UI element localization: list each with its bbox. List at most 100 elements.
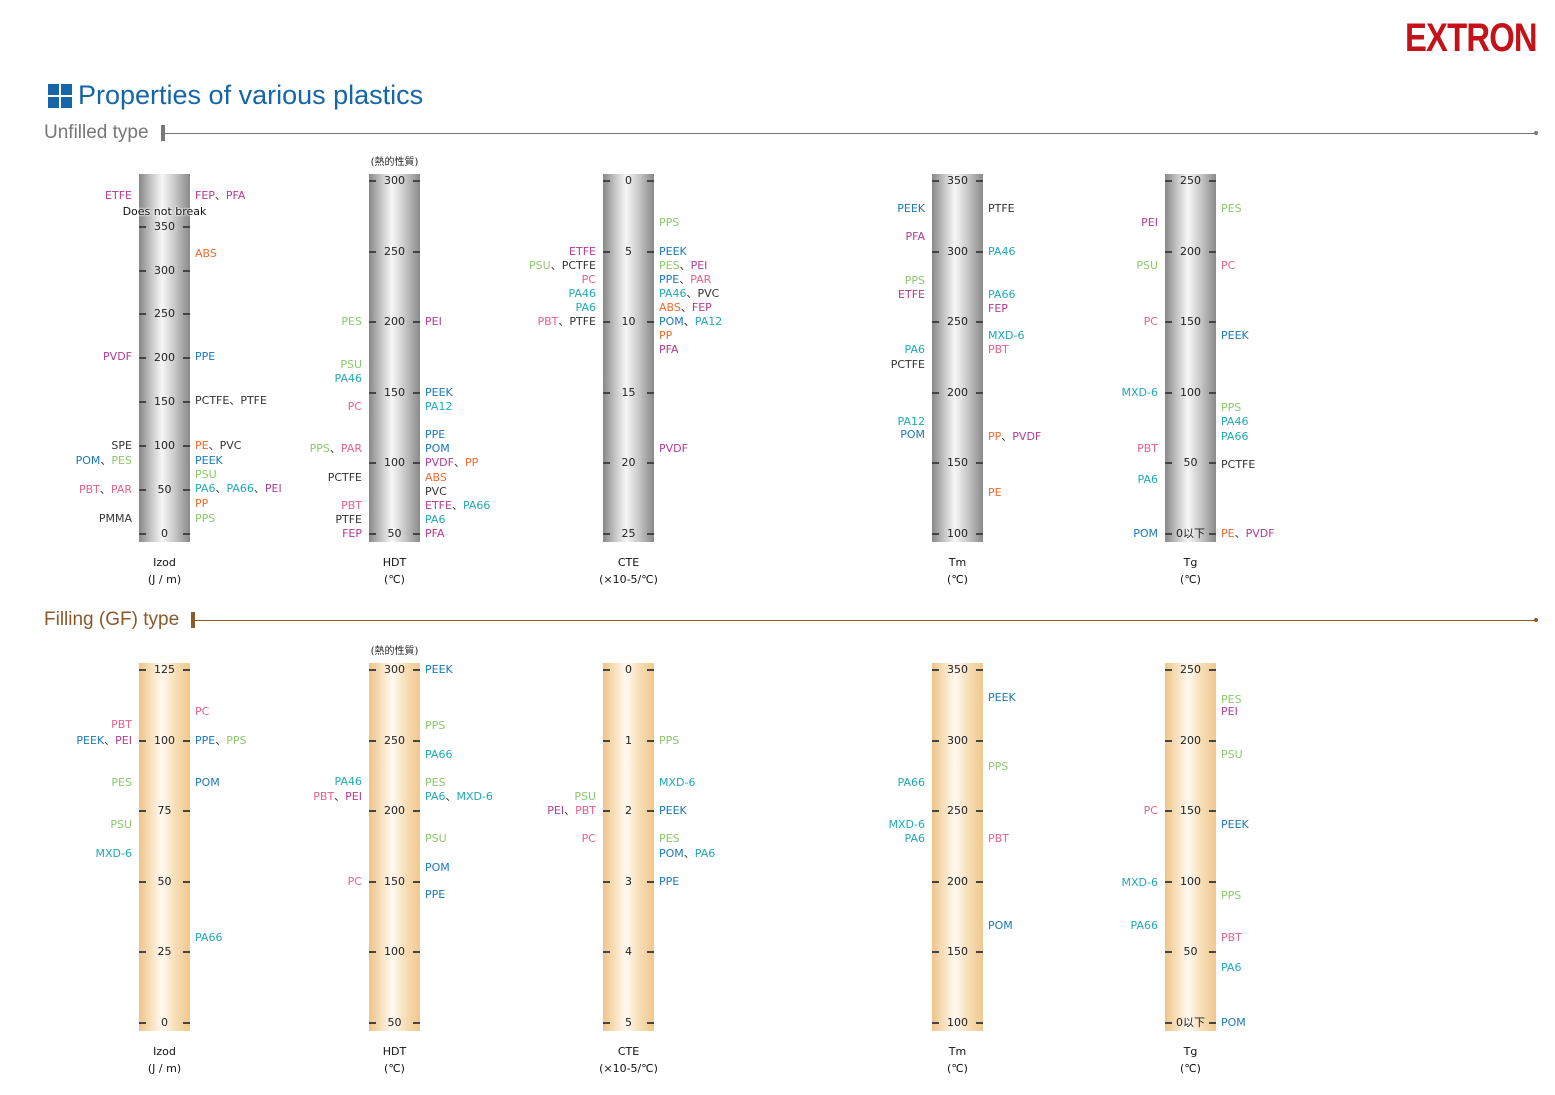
scale-bar <box>139 174 190 542</box>
material-pa46: PA46 <box>334 371 362 385</box>
material-pc: PC <box>1221 258 1236 272</box>
tick-label: 0 <box>161 1016 168 1029</box>
material-label: MXD-6 <box>889 819 925 831</box>
tick-mark <box>976 669 983 671</box>
material-pei: PEI <box>115 733 132 747</box>
separator: 、 <box>683 315 695 329</box>
material-pp: PP <box>464 456 479 470</box>
separator: 、 <box>214 188 226 202</box>
tick-label: 300 <box>947 733 968 747</box>
tick-mark <box>603 462 610 465</box>
tick-label: 75 <box>157 804 172 818</box>
material-ppe: PPE <box>659 874 680 888</box>
material-pfa: PFA <box>425 527 445 540</box>
tick-mark <box>647 669 654 671</box>
tick-mark <box>369 669 376 671</box>
material-label: PCTFE <box>1221 458 1255 471</box>
material-label: PFA <box>659 344 678 356</box>
tick-mark <box>932 250 939 253</box>
tick-label: 100 <box>384 945 405 959</box>
material-pom: POM <box>1133 527 1158 540</box>
tick-label: 250 <box>947 804 968 818</box>
material-label: ETFE <box>898 289 925 301</box>
material-label: PA46 <box>988 245 1015 258</box>
property-unit: (℃) <box>1180 573 1201 586</box>
tick-mark <box>603 810 610 813</box>
axis-title: Izod(J / m) <box>99 554 230 588</box>
tick-label: 50 <box>387 527 402 540</box>
tick-label: 100 <box>154 733 175 747</box>
material-pbt: PBT <box>988 832 1009 846</box>
material-psu: PSU <box>1221 747 1243 761</box>
material-label: PEEK <box>1221 819 1249 831</box>
thermal-properties-note: (熱的性質) <box>370 646 419 657</box>
material-label: POM <box>1221 1017 1246 1029</box>
material-etfe: ETFE <box>425 498 452 512</box>
material-label: PEEK <box>988 692 1016 704</box>
tick-mark <box>183 669 190 671</box>
material-abs: ABS <box>659 301 681 315</box>
tick-label: 50 <box>1183 945 1198 959</box>
material-label: PPE、PAR <box>659 272 712 286</box>
material-label: PSU <box>340 358 362 371</box>
scale-bar <box>369 174 420 542</box>
property-unit: (℃) <box>384 573 405 586</box>
tick-label: 0 <box>161 527 168 540</box>
separator: 、 <box>453 456 465 470</box>
material-label: SPE <box>111 440 132 452</box>
material-pps: PPS <box>659 733 680 747</box>
material-mxd-6: MXD-6 <box>1121 385 1158 399</box>
tick-mark <box>139 401 146 404</box>
tick-mark <box>647 1022 654 1024</box>
material-label: PP <box>659 330 672 342</box>
material-label: FEP <box>988 303 1008 315</box>
material-pom: POM <box>195 775 220 789</box>
does-not-break-note: Does not break <box>122 204 207 218</box>
tick-mark <box>603 391 610 394</box>
tick-label: 250 <box>1180 174 1201 187</box>
material-pc: PC <box>581 832 596 846</box>
material-label: POM、PA12 <box>659 316 722 328</box>
tick-mark <box>1209 180 1216 182</box>
material-par: PAR <box>690 272 712 286</box>
material-pa66: PA66 <box>226 482 254 496</box>
section-marker <box>160 125 165 141</box>
tick-mark <box>413 1022 420 1024</box>
material-label: PES <box>111 776 132 789</box>
material-label: PC <box>1144 805 1158 817</box>
tick-mark <box>932 739 939 742</box>
material-pps: PPS <box>226 733 247 747</box>
section-divider-end-dot <box>1534 131 1538 135</box>
material-mxd-6: MXD-6 <box>1121 876 1158 890</box>
scale-bar <box>932 663 983 1031</box>
tick-mark <box>413 739 420 742</box>
material-label: POM、PA6 <box>659 847 715 860</box>
tick-label: 350 <box>154 219 175 233</box>
material-label: MXD-6 <box>96 847 132 860</box>
material-label: PA12 <box>898 416 925 428</box>
tick-mark <box>976 880 983 883</box>
scale-bar <box>369 663 420 1031</box>
material-abs: ABS <box>195 246 217 260</box>
tick-mark <box>647 391 654 394</box>
tick-label: 150 <box>154 395 175 409</box>
material-label: PA6 <box>905 833 925 845</box>
page-title-text: Properties of various plastics <box>78 80 424 110</box>
material-label: POM <box>195 775 220 789</box>
tick-mark <box>976 951 983 954</box>
material-label: POM、PES <box>76 455 132 467</box>
tick-label: 3 <box>625 874 632 888</box>
tick-mark <box>932 462 939 465</box>
material-pctfe: PCTFE <box>890 357 925 371</box>
material-pei: PEI <box>425 315 442 329</box>
section-title-unfilled: Unfilled type <box>44 122 149 143</box>
material-pa66: PA66 <box>462 498 491 512</box>
material-pps: PPS <box>195 512 216 526</box>
material-label: PVDF <box>659 443 688 455</box>
separator: 、 <box>253 482 265 496</box>
tick-mark <box>647 321 654 324</box>
